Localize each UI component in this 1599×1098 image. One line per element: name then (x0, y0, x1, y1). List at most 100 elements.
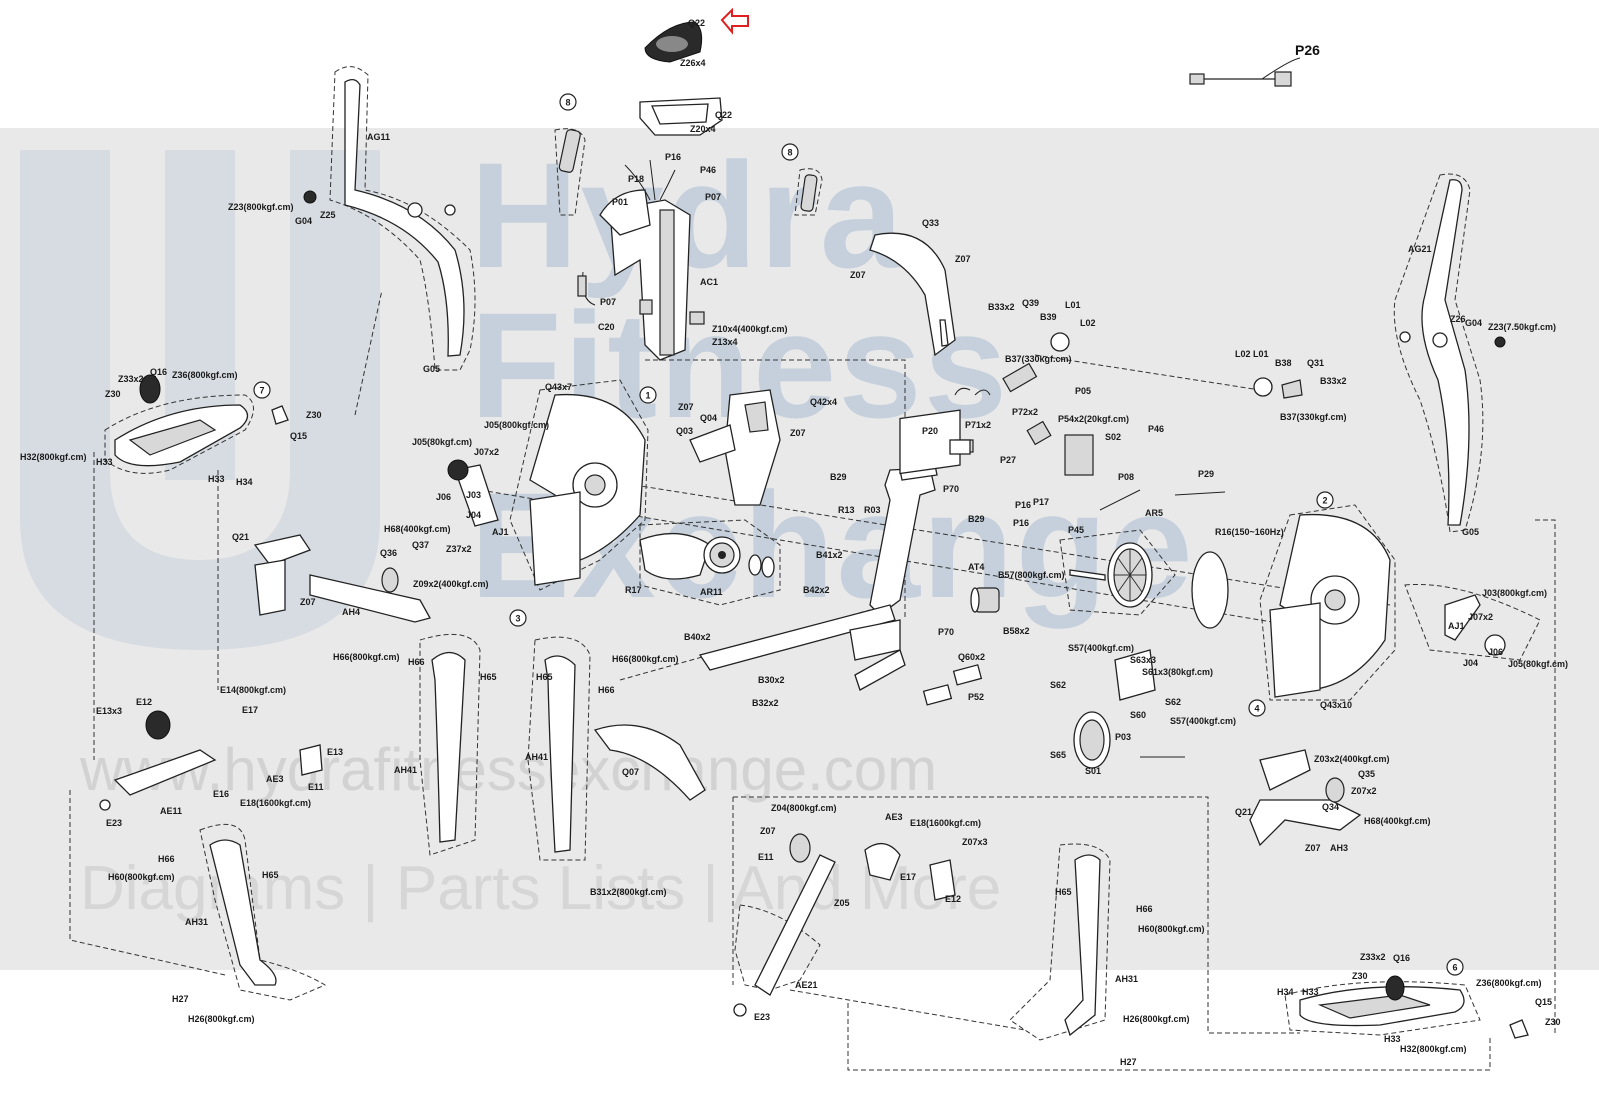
crank-gear-part[interactable] (1444, 594, 1506, 656)
label-ar5: AR5 (1145, 508, 1163, 518)
resistance-motor-part[interactable] (1073, 649, 1156, 769)
pulse-grip-right-part[interactable] (800, 174, 818, 212)
label-p72x2: P72x2 (1012, 407, 1038, 417)
flywheel-part[interactable] (1069, 542, 1153, 608)
brake-band-part[interactable] (1191, 551, 1229, 629)
label-z07-q04b: Z07 (790, 428, 806, 438)
callout-8-right: 8 (781, 143, 799, 161)
handle-base-right-part[interactable] (1249, 749, 1362, 847)
label-e11-right: E11 (758, 852, 774, 862)
label-p46: P46 (700, 165, 716, 175)
label-b38: B38 (1275, 358, 1292, 368)
label-g05-left: G05 (423, 364, 440, 374)
label-z07-q33a: Z07 (850, 270, 866, 280)
handle-base-left-part[interactable] (253, 534, 431, 623)
highlight-arrow-icon (720, 7, 749, 35)
callout-number: 2 (1322, 496, 1327, 506)
label-h34-right: H34 (1277, 987, 1294, 997)
callout-number: 3 (515, 614, 520, 624)
generator-part[interactable] (970, 587, 1000, 613)
label-p26: P26 (1295, 42, 1320, 58)
label-q37: Q37 (412, 540, 429, 550)
misc-hardware-part[interactable] (447, 332, 1303, 758)
label-h65-left2: H65 (262, 870, 279, 880)
pedal-right-part[interactable] (1299, 975, 1529, 1039)
label-r17: R17 (625, 585, 642, 595)
console-cover-part[interactable] (639, 21, 723, 136)
pulse-grip-left-part[interactable] (558, 129, 581, 173)
label-q15-right: Q15 (1535, 997, 1552, 1007)
label-q60x2: Q60x2 (958, 652, 985, 662)
label-z10x4: Z10x4(400kgf.cm) (712, 324, 788, 334)
upper-arm-left-part[interactable] (303, 78, 465, 357)
label-j06-right: J06 (1488, 647, 1503, 657)
label-j03: J03 (466, 490, 481, 500)
callout-circle-icon (781, 143, 799, 161)
label-j05-mid: J05(80kgf.cm) (412, 437, 472, 447)
label-q35: Q35 (1358, 769, 1375, 779)
label-z30-right2: Z30 (1545, 1017, 1561, 1027)
label-b57: B57(800kgf.cm) (998, 570, 1065, 580)
label-ae21: AE21 (795, 980, 818, 990)
label-ah3: AH3 (1330, 843, 1348, 853)
label-q16-left: Q16 (150, 367, 167, 377)
label-b29-a: B29 (830, 472, 847, 482)
lower-link-right-part[interactable] (1064, 854, 1101, 1037)
center-cover-part[interactable] (689, 389, 781, 506)
label-ag21: AG21 (1408, 244, 1432, 254)
console-mast-part[interactable] (599, 159, 705, 361)
label-z04: Z04(800kgf.cm) (771, 803, 837, 813)
label-z30-left: Z30 (105, 389, 121, 399)
label-p70-top: P70 (943, 484, 959, 494)
label-q15-left: Q15 (290, 431, 307, 441)
side-cover-left-part[interactable] (529, 393, 646, 586)
label-z07x3: Z07x3 (962, 837, 988, 847)
label-z37x2: Z37x2 (446, 544, 472, 554)
label-ah41-mid: AH41 (525, 752, 548, 762)
label-l01-right: L01 (1253, 349, 1269, 359)
main-frame-part[interactable] (698, 409, 961, 691)
label-j07x2: J07x2 (474, 447, 499, 457)
label-b30x2: B30x2 (758, 675, 785, 685)
label-h66-b: H66 (408, 657, 425, 667)
label-e11-left: E11 (308, 782, 324, 792)
label-z33x2-left: Z33x2 (118, 374, 144, 384)
label-q04: Q04 (700, 413, 717, 423)
label-p54x2: P54x2(20kgf.cm) (1058, 414, 1129, 424)
lower-arm-left-part[interactable] (431, 651, 576, 853)
label-p27: P27 (1000, 455, 1016, 465)
lower-link-left-part[interactable] (209, 839, 277, 986)
label-p07b: P07 (600, 297, 616, 307)
label-ah31: AH31 (185, 917, 208, 927)
power-cable-part[interactable] (1189, 57, 1301, 87)
callout-circle-icon (1248, 699, 1266, 717)
label-h33-right: H33 (1302, 987, 1319, 997)
wire-harness-part[interactable] (577, 271, 596, 306)
pivot-cover-part[interactable] (593, 724, 706, 801)
pedal-left-part[interactable] (114, 374, 289, 467)
label-q43x7: Q43x7 (545, 382, 572, 392)
drive-pulley-part[interactable] (703, 536, 775, 578)
label-z26: Z26 (1450, 314, 1466, 324)
crank-link-right-part[interactable] (733, 833, 956, 1017)
label-h33-right2: H33 (1384, 1034, 1401, 1044)
label-e14: E14(800kgf.cm) (220, 685, 286, 695)
label-q07: Q07 (622, 767, 639, 777)
label-b33x2-left: B33x2 (988, 302, 1015, 312)
label-c20: C20 (598, 322, 615, 332)
side-cover-right-part[interactable] (1269, 513, 1391, 698)
label-aj1: AJ1 (492, 527, 509, 537)
label-h33-left: H33 (96, 457, 113, 467)
watermark-logo (20, 150, 380, 650)
label-r03: R03 (864, 505, 881, 515)
watermark-url: www.hydrafitnessexchange.com (80, 736, 938, 803)
drive-belt-part[interactable] (639, 532, 711, 580)
upper-arm-right-part[interactable] (1399, 179, 1506, 526)
label-p20: P20 (922, 426, 938, 436)
label-p01: P01 (612, 197, 628, 207)
label-p70-mid: P70 (938, 627, 954, 637)
label-r16: R16(150~160Hz) (1215, 527, 1284, 537)
handlebar-cover-part[interactable] (869, 232, 956, 357)
crank-link-left-part[interactable] (99, 710, 323, 811)
